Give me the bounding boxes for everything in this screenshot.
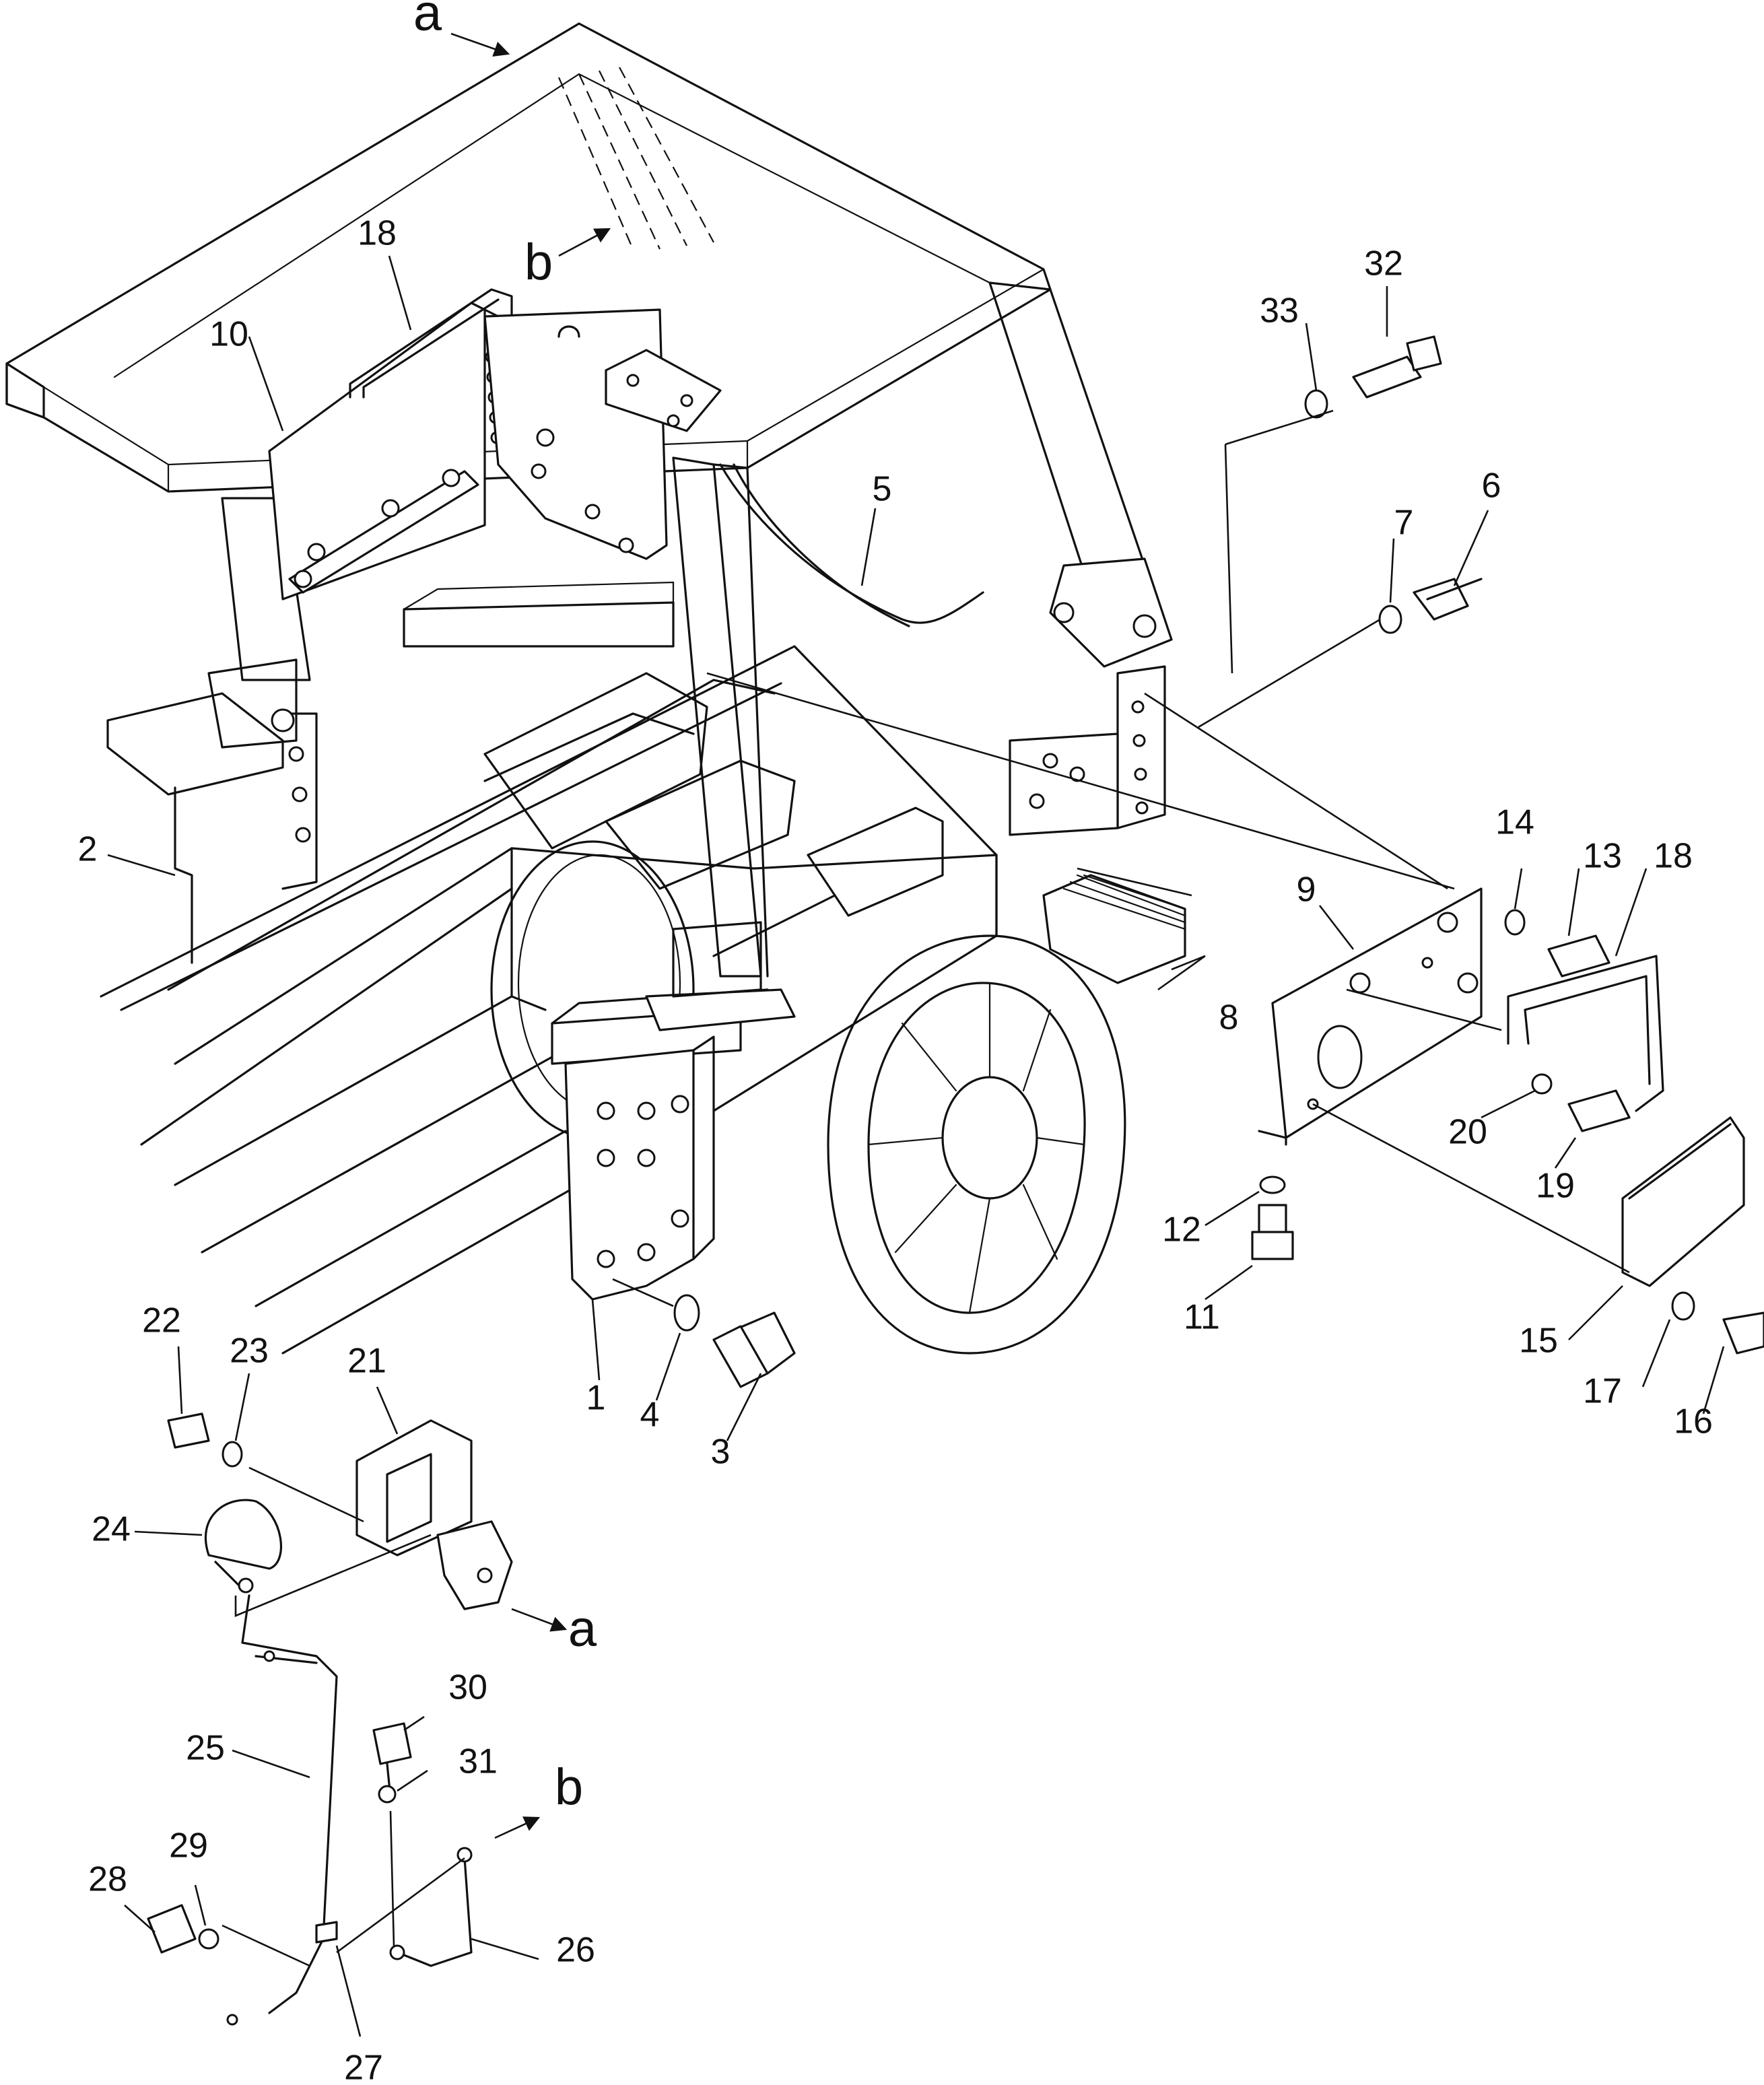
ref-b-bottom: b	[555, 1758, 583, 1816]
ref-b-top: b	[524, 234, 553, 291]
front-bracket	[551, 921, 796, 1301]
cover-plate	[1621, 1116, 1745, 1287]
part-label-29: 29	[169, 1826, 208, 1866]
part-label-10: 10	[209, 315, 248, 354]
part-label-4: 4	[640, 1396, 660, 1435]
reference-letters: a b a b	[413, 0, 597, 1816]
part-label-26: 26	[556, 1931, 595, 1970]
finned-part	[1042, 867, 1206, 991]
part-label-22: 22	[142, 1301, 181, 1340]
part-label-3: 3	[711, 1433, 731, 1472]
upper-right-bracket	[719, 463, 1173, 836]
part-label-5: 5	[873, 470, 892, 509]
part-label-9: 9	[1297, 870, 1316, 910]
part-label-1: 1	[586, 1379, 606, 1418]
part-label-7: 7	[1394, 504, 1414, 543]
part-label-20: 20	[1448, 1113, 1487, 1152]
part-label-19: 19	[1536, 1167, 1575, 1206]
part-label-33: 33	[1260, 292, 1299, 331]
lamp-assembly	[204, 1419, 513, 1610]
part-label-27: 27	[344, 2049, 383, 2085]
part-label-16: 16	[1674, 1402, 1713, 1441]
part-label-18-upper: 18	[358, 214, 397, 253]
part-label-12: 12	[1162, 1210, 1201, 1250]
part-label-6: 6	[1482, 467, 1501, 506]
part-label-28: 28	[88, 1860, 127, 1899]
wiring	[226, 1594, 473, 2026]
part-number-labels: 1 2 3 4 5 6 7 8 9 10 11 12 13 14 15 16 1…	[78, 214, 1713, 2085]
wheel	[827, 934, 1126, 1355]
upper-left-bracket	[268, 288, 722, 601]
part-label-8: 8	[1219, 998, 1239, 1037]
left-rear-bracket	[106, 658, 318, 964]
reference-arrows	[450, 32, 611, 1839]
handle-18-right	[1507, 955, 1664, 1112]
part-label-21: 21	[347, 1342, 386, 1381]
part-leaders	[107, 255, 1725, 2037]
part-label-31: 31	[459, 1742, 498, 1781]
fasteners	[147, 335, 1764, 1954]
part-label-18-right: 18	[1654, 837, 1693, 876]
part-label-14: 14	[1495, 803, 1534, 842]
ref-a-top: a	[413, 0, 442, 42]
part-label-24: 24	[92, 1510, 131, 1549]
part-label-2: 2	[78, 830, 98, 869]
chassis-frame	[100, 645, 998, 1355]
ref-a-bottom: a	[568, 1600, 597, 1657]
mounting-plate-9	[1258, 887, 1483, 1146]
part-label-17: 17	[1583, 1372, 1622, 1411]
part-label-30: 30	[448, 1668, 487, 1707]
part-label-25: 25	[186, 1729, 225, 1768]
alignment-lines	[222, 409, 1630, 1967]
part-label-15: 15	[1519, 1322, 1558, 1361]
part-label-13: 13	[1583, 837, 1622, 876]
part-label-32: 32	[1364, 244, 1403, 283]
part-label-11: 11	[1184, 1298, 1220, 1337]
part-label-23: 23	[230, 1332, 269, 1371]
